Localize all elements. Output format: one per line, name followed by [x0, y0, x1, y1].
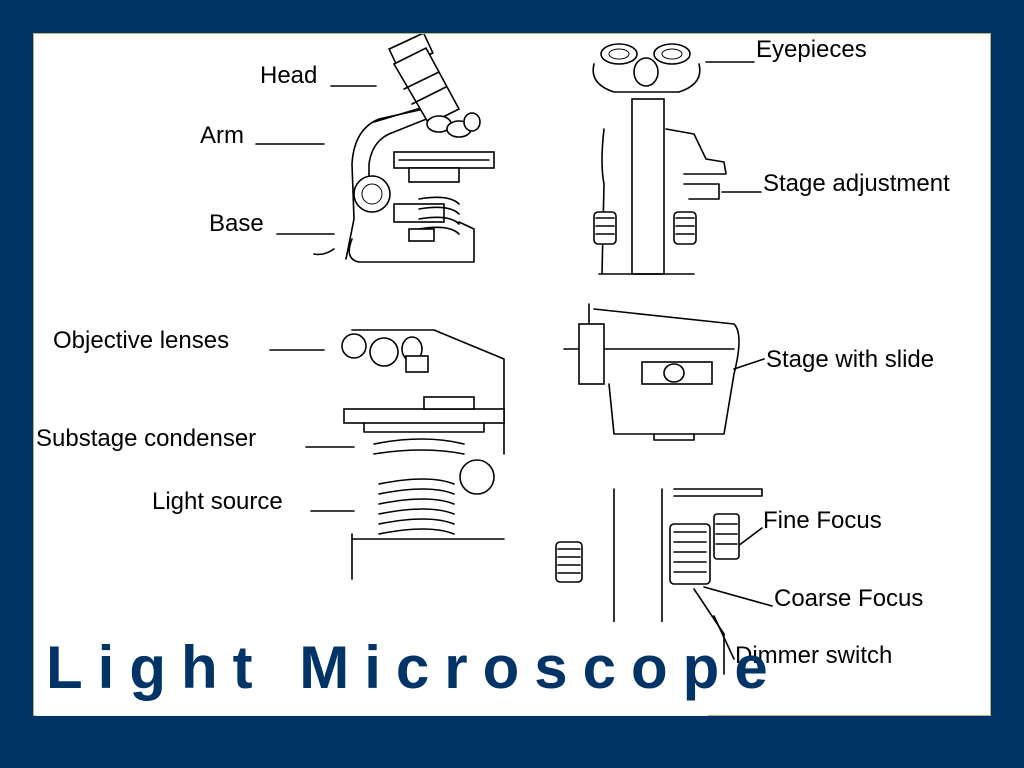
label-coarse-focus: Coarse Focus: [774, 585, 924, 612]
label-eyepieces: Eyepieces: [756, 36, 867, 63]
drawing-stage-slide: [563, 303, 740, 441]
label-stage-adjustment: Stage adjustment: [763, 170, 950, 197]
label-arm: Arm: [200, 122, 244, 149]
label-substage-condenser: Substage condenser: [36, 425, 257, 452]
label-dimmer-switch: Dimmer switch: [735, 642, 893, 669]
label-base: Base: [209, 210, 264, 237]
drawing-front-view: [592, 43, 727, 275]
label-stage-with-slide: Stage with slide: [766, 346, 935, 373]
microscope-drawings: [255, 34, 773, 675]
drawing-focus-knobs: [555, 488, 763, 675]
label-objective-lenses: Objective lenses: [53, 327, 230, 354]
label-light-source: Light source: [152, 488, 283, 515]
label-head: Head: [260, 62, 318, 89]
label-fine-focus: Fine Focus: [763, 507, 882, 534]
title-box: Light Microscope: [36, 622, 768, 716]
page-title: Light Microscope: [46, 634, 783, 701]
drawing-stage-detail: [341, 329, 505, 580]
diagram-panel: Head Arm Base Eyepieces Stage adjustment…: [33, 33, 991, 716]
drawing-side-view: [313, 34, 495, 263]
